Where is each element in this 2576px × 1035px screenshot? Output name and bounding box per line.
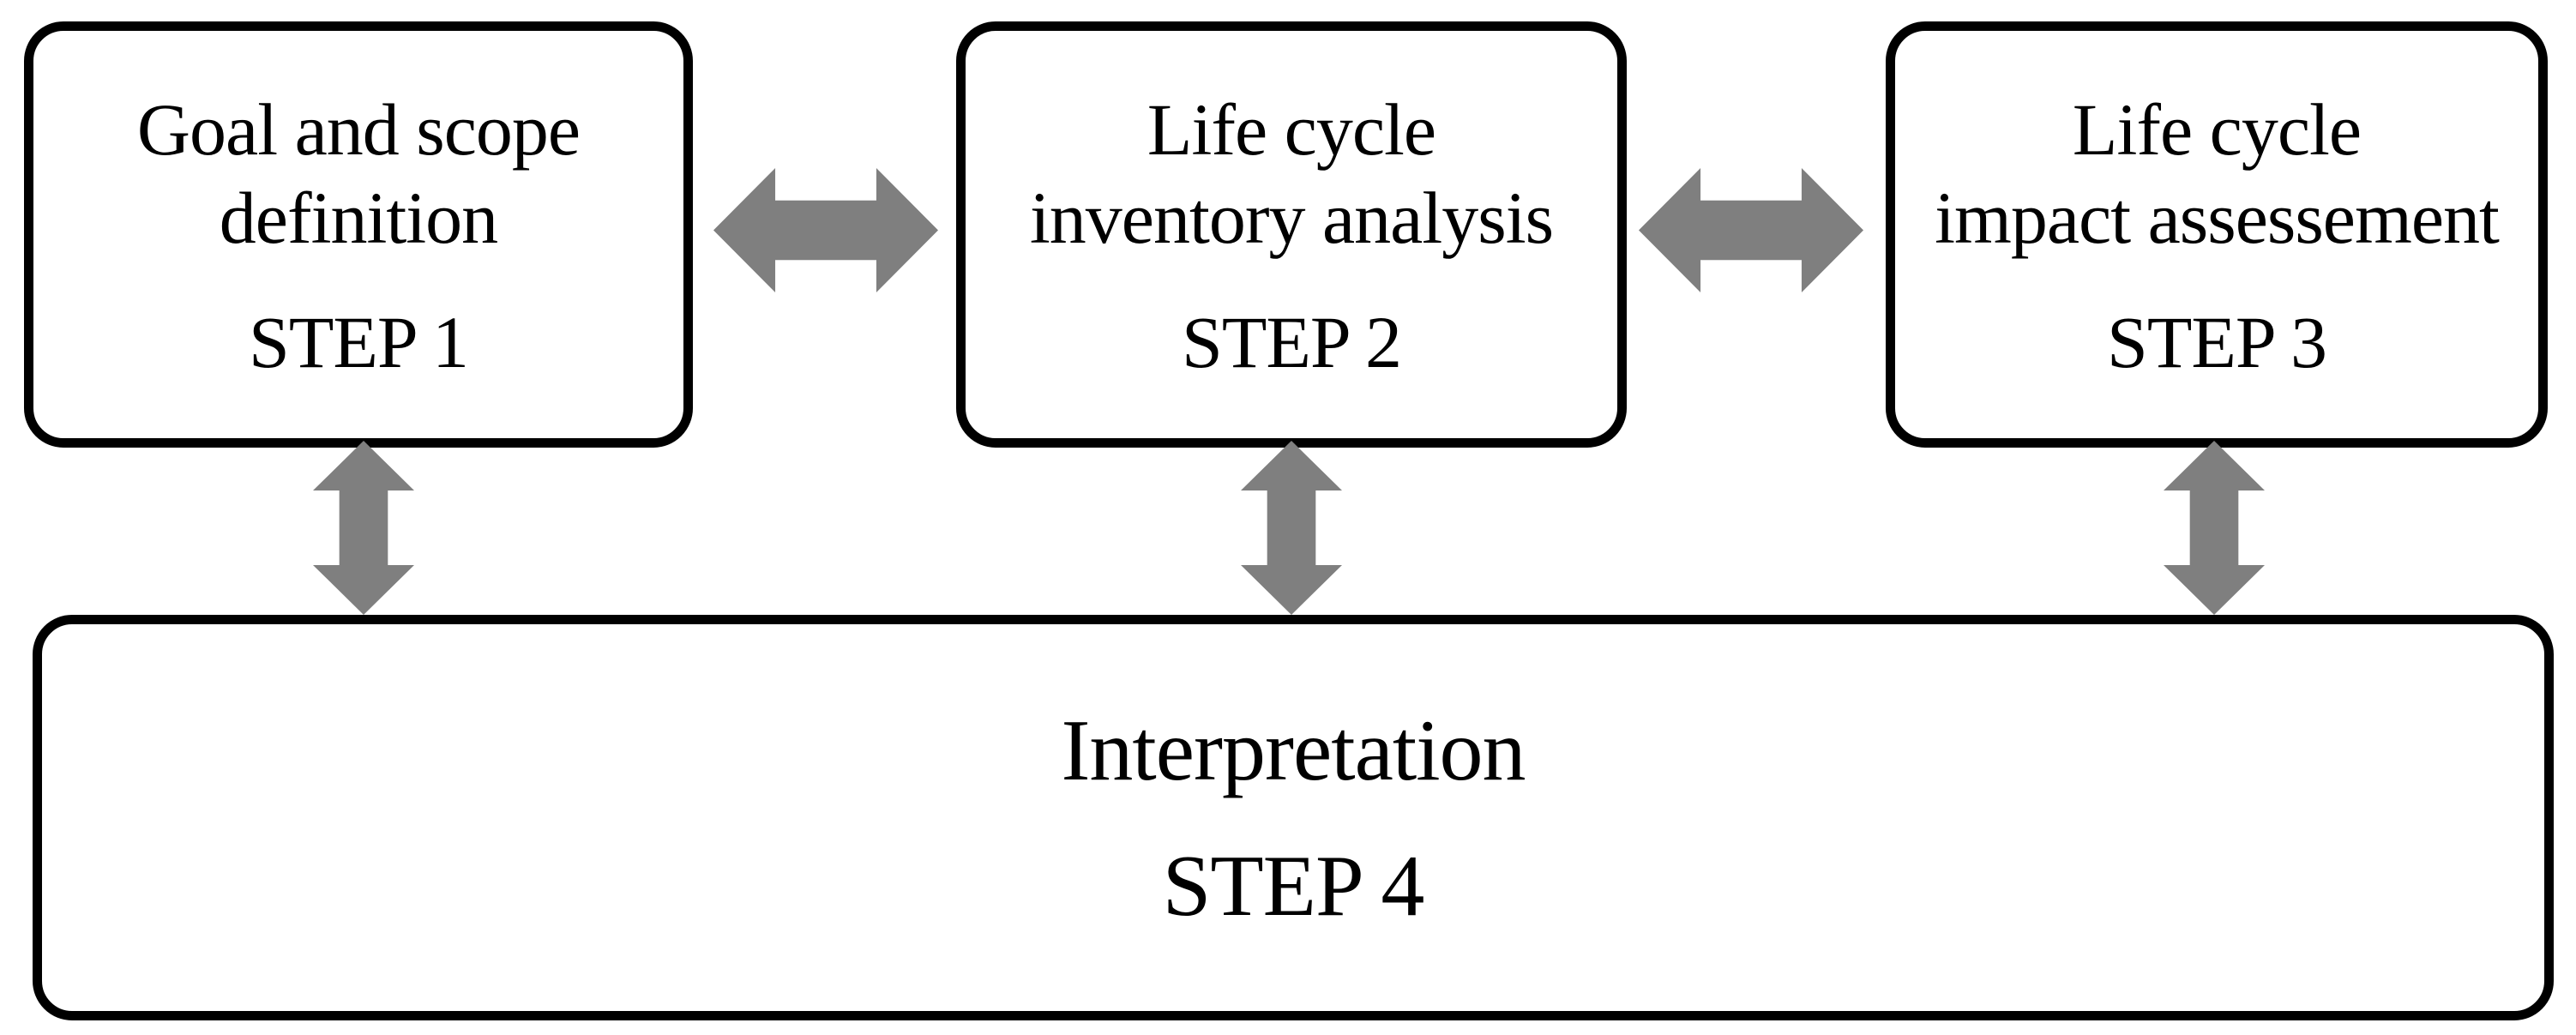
impact-assessment-title: Life cycle impact assessement — [1935, 88, 2500, 260]
double-arrow-horizontal-step1-step2-icon — [713, 168, 938, 292]
step4-label: STEP 4 — [1162, 838, 1425, 936]
step1-label: STEP 1 — [248, 301, 469, 384]
goal-and-scope-step1-box: Goal and scope definition STEP 1 — [24, 21, 693, 448]
step2-label: STEP 2 — [1181, 301, 1402, 384]
double-arrow-horizontal-step2-step3-icon — [1639, 168, 1863, 292]
double-arrow-vertical-step3-interpretation-icon — [2164, 441, 2265, 615]
inventory-analysis-title: Life cycle inventory analysis — [1029, 88, 1554, 260]
interpretation-title: Interpretation — [1061, 701, 1526, 799]
interpretation-step4-box: Interpretation STEP 4 — [33, 615, 2554, 1020]
double-arrow-vertical-step1-interpretation-icon — [313, 441, 414, 615]
step3-label: STEP 3 — [2106, 301, 2327, 384]
double-arrow-vertical-step2-interpretation-icon — [1241, 441, 1342, 615]
inventory-analysis-step2-box: Life cycle inventory analysis STEP 2 — [956, 21, 1627, 448]
goal-and-scope-title: Goal and scope definition — [136, 88, 581, 260]
impact-assessment-step3-box: Life cycle impact assessement STEP 3 — [1886, 21, 2548, 448]
